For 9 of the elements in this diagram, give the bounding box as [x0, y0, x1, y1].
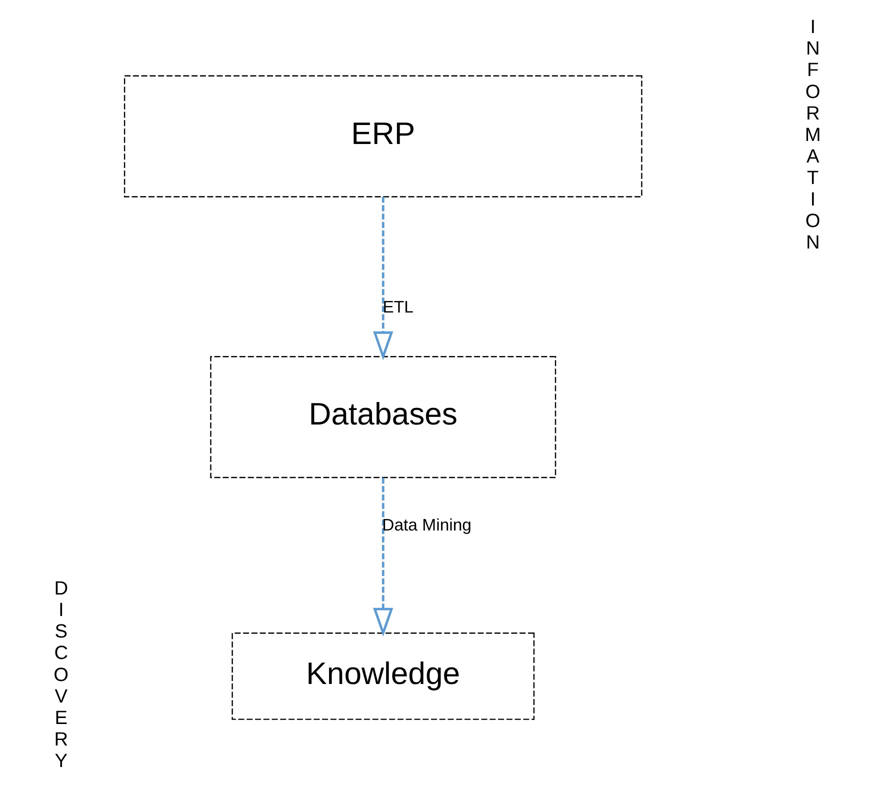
node-box: Knowledge — [231, 632, 534, 720]
edge-label: ETL — [382, 298, 413, 317]
node-box: ERP — [123, 75, 642, 198]
edge-label: Data Mining — [382, 515, 472, 534]
label: INFORMATION — [804, 17, 820, 254]
label: DISCOVERY — [53, 578, 68, 772]
arrow — [372, 196, 393, 360]
arrow — [372, 478, 393, 637]
node-box: Databases — [210, 356, 556, 478]
